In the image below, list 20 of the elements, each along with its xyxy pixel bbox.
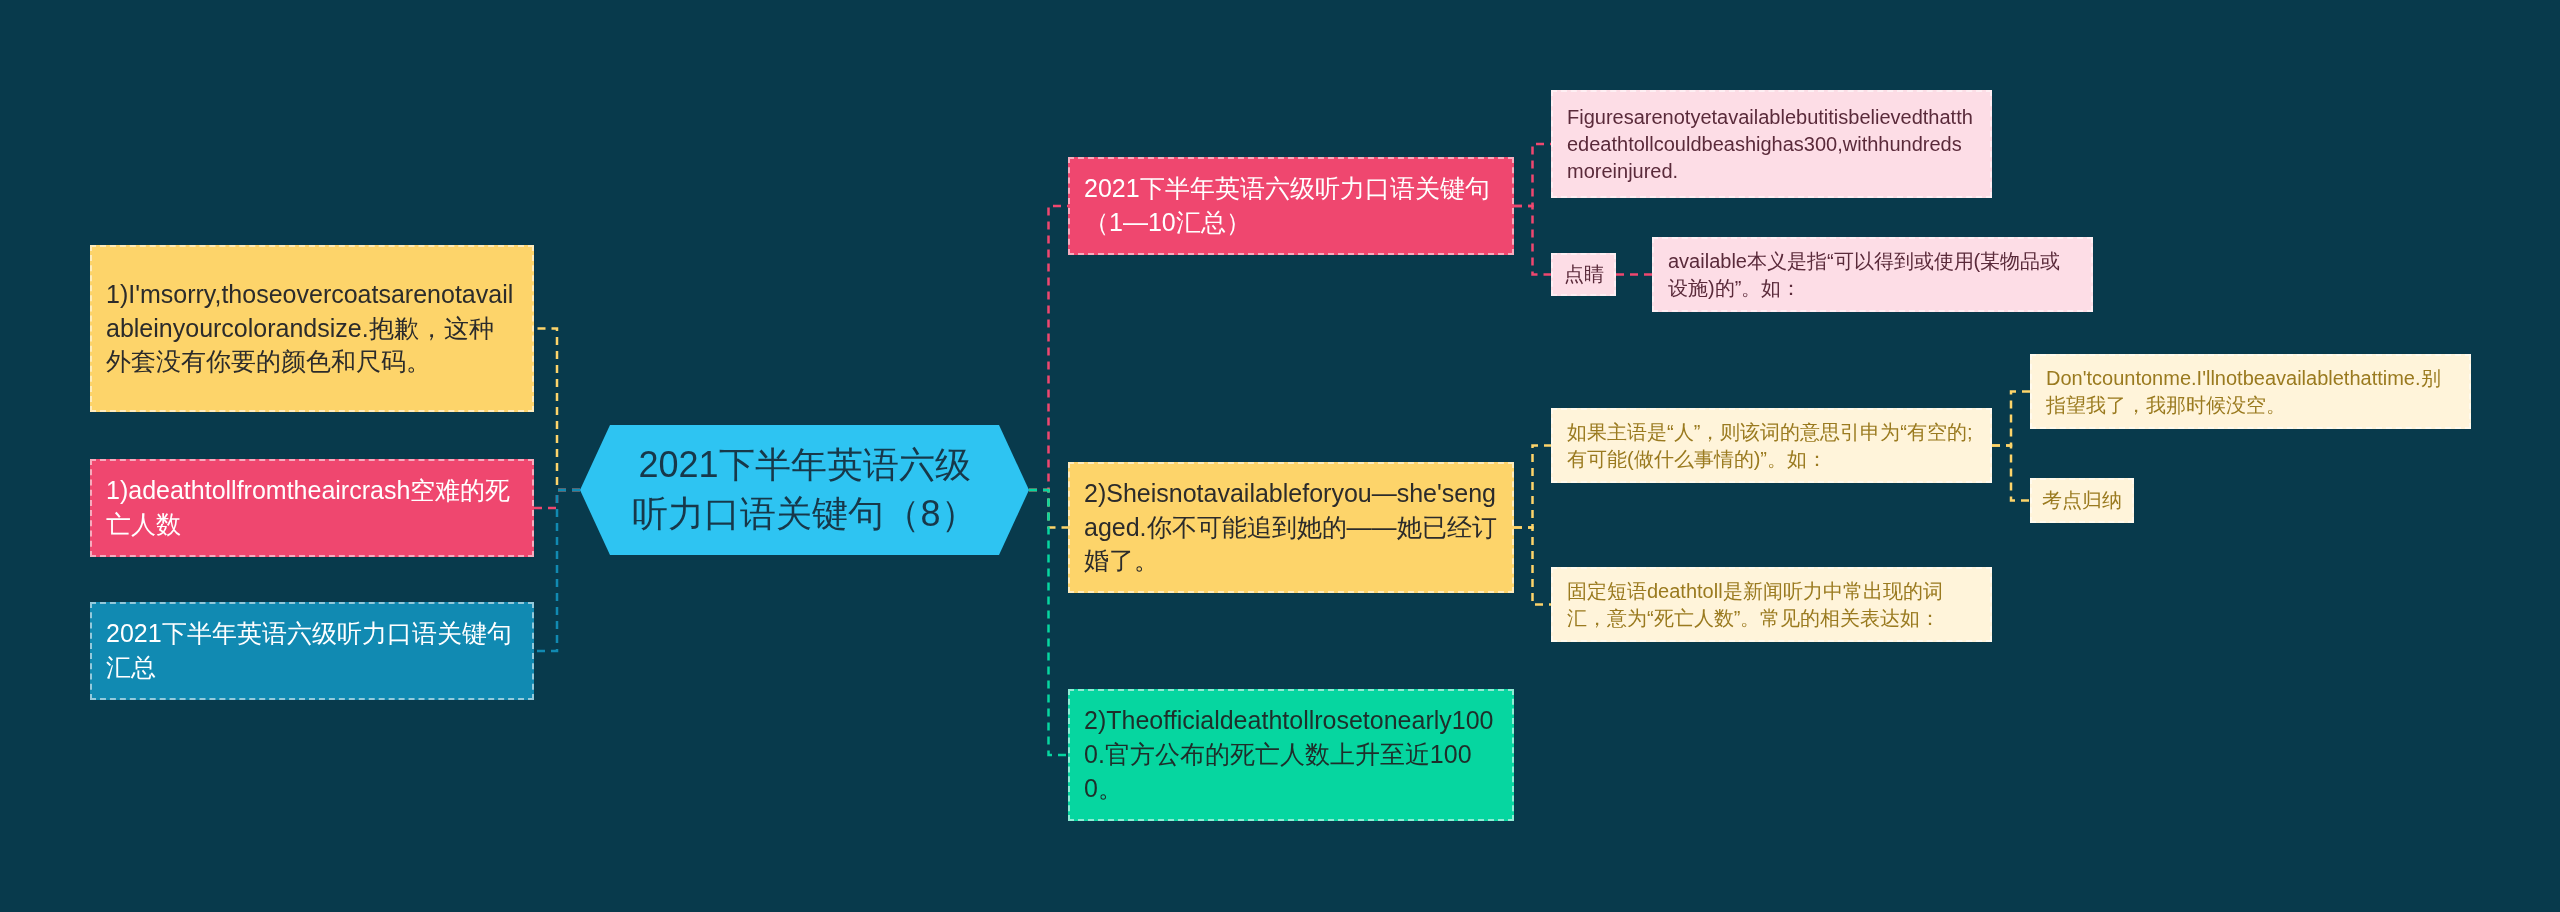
topic-box: 1)adeathtollfromtheaircrash空难的死亡人数 bbox=[90, 459, 534, 557]
topic-hexagon: 2021下半年英语六级听力口语关键句（8） bbox=[580, 425, 1029, 555]
note-box: 如果主语是“人”，则该词的意思引申为“有空的;有可能(做什么事情的)”。如： bbox=[1551, 408, 1992, 483]
connector-line bbox=[1514, 204, 1551, 276]
topic-box: 2021下半年英语六级听力口语关键句（1—10汇总） bbox=[1068, 157, 1514, 255]
note-box: 考点归纳 bbox=[2030, 478, 2134, 523]
topic-box: 1)I'msorry,thoseovercoatsarenotavailableinyourcolorandsize.抱歉，这种外套没有你要的颜色和尺码。 bbox=[90, 245, 534, 412]
topic-box: 2)Theofficialdeathtollrosetonearly1000.官方公布的死亡人数上升至近1000。 bbox=[1068, 689, 1514, 821]
note-box: Figuresarenotyetavailablebutitisbelievedthatthedeathtollcouldbeashighas300,withhundredsmoreinjured. bbox=[1551, 90, 1992, 198]
connector-line bbox=[1616, 273, 1652, 276]
topic-box: 2021下半年英语六级听力口语关键句汇总 bbox=[90, 602, 534, 700]
topic-box: 2)Sheisnotavailableforyou—she'sengaged.你不可能追到她的——她已经订婚了。 bbox=[1068, 462, 1514, 593]
connector-line bbox=[1029, 488, 1068, 757]
note-box: 固定短语deathtoll是新闻听力中常出现的词汇，意为“死亡人数”。常见的相关表达如： bbox=[1551, 567, 1992, 642]
connector-line bbox=[534, 488, 580, 653]
note-box: available本义是指“可以得到或使用(某物品或设施)的”。如： bbox=[1652, 237, 2093, 312]
connector-line bbox=[1514, 526, 1551, 606]
note-box: Don'tcountonme.I'llnotbeavailablethattime.别指望我了，我那时候没空。 bbox=[2030, 354, 2471, 429]
connector-line bbox=[1992, 444, 2030, 502]
note-box: 点睛 bbox=[1551, 253, 1616, 296]
